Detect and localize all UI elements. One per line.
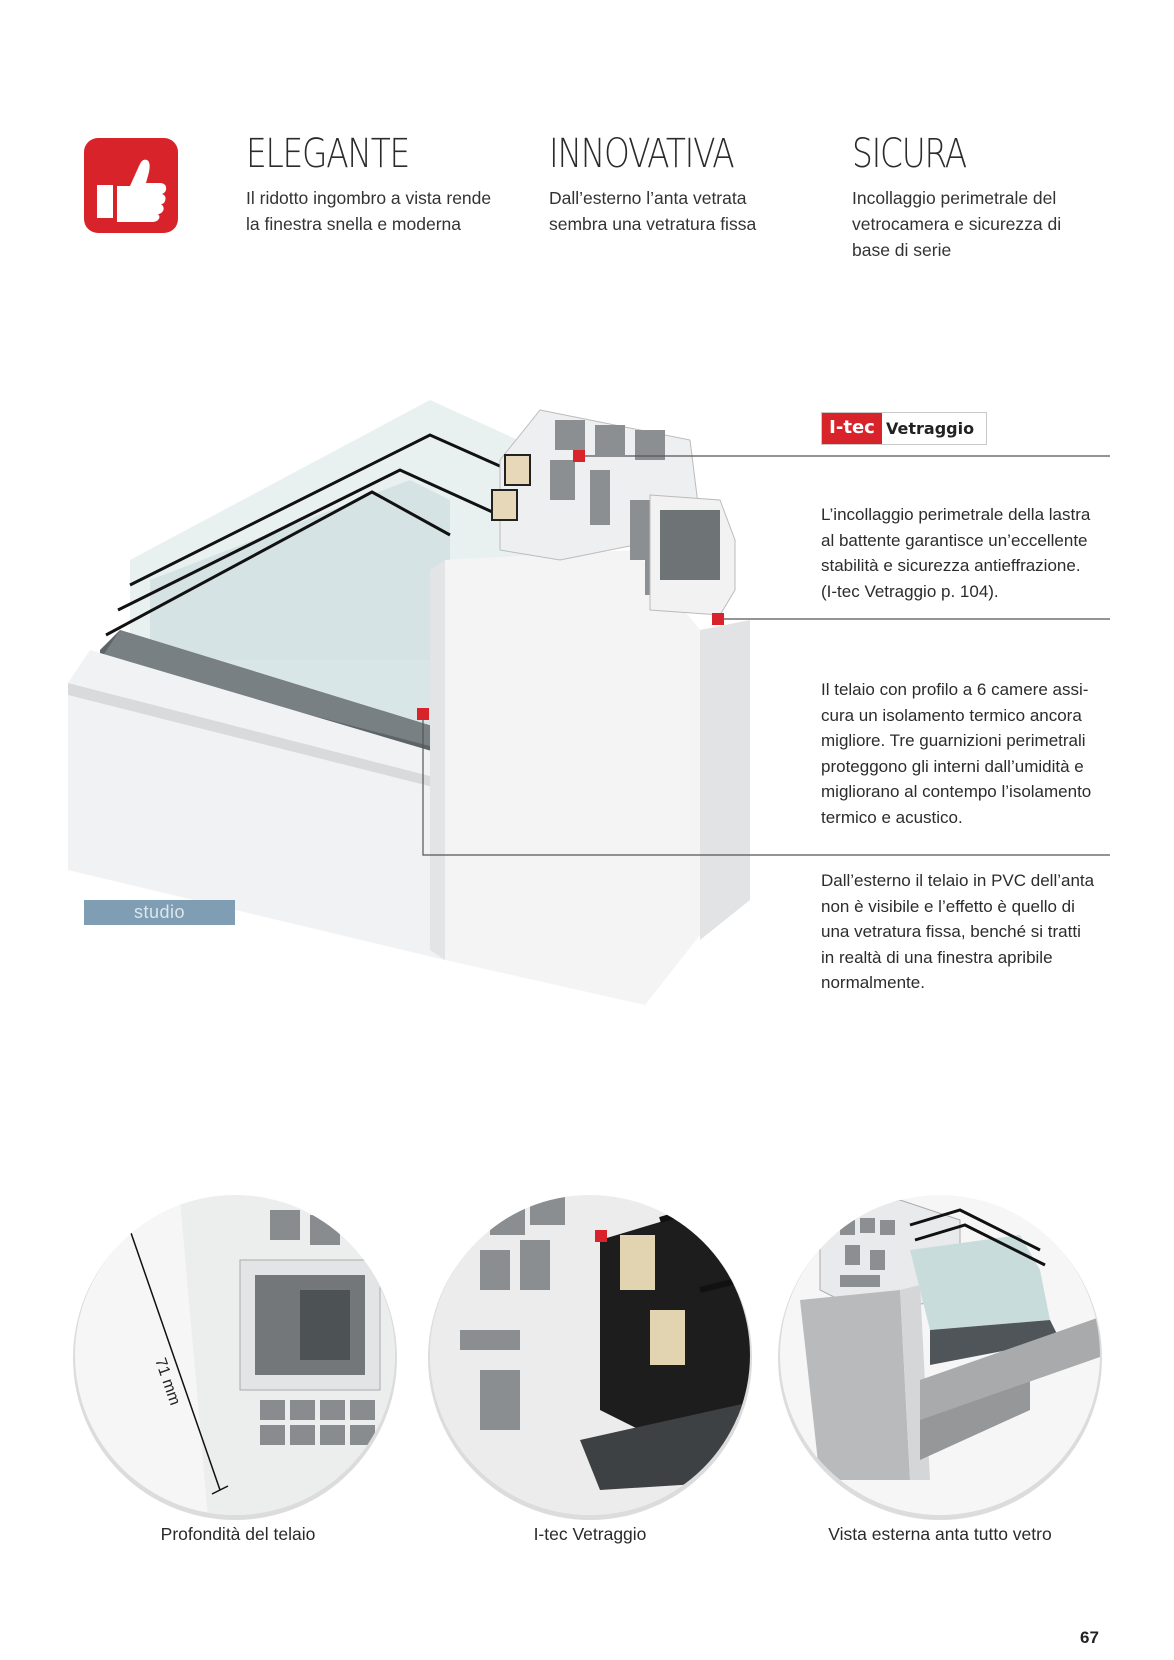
badge-label: Vetraggio xyxy=(886,419,975,438)
callout-line: una vetratura fissa, benché si tratti xyxy=(821,922,1081,941)
itec-vetraggio-detail xyxy=(428,1195,752,1520)
feature-text-line: sembra una vetratura fissa xyxy=(549,214,757,234)
callout-line: migliore. Tre guarnizioni perimetrali xyxy=(821,731,1086,750)
callout-line: Dall’esterno il telaio in PVC dell’anta xyxy=(821,871,1095,890)
caption-frame-depth: Profondità del telaio xyxy=(160,1524,316,1544)
feature-text-line: Incollaggio perimetrale del xyxy=(852,188,1057,208)
feature-text-line: base di serie xyxy=(852,240,952,260)
feature-elegante: ELEGANTE Il ridotto ingombro a vista ren… xyxy=(246,131,491,237)
feature-text-line: Dall’esterno l’anta vetrata xyxy=(549,188,747,208)
badge-brand: I-tec xyxy=(822,413,882,444)
callout-line: in realtà di una finestra apribile xyxy=(821,947,1053,967)
page-number: 67 xyxy=(1080,1628,1099,1647)
thumbs-up-icon xyxy=(84,138,178,233)
frame-depth-detail: 71 mm xyxy=(73,1195,397,1520)
callout-bonding: L’incollaggio perimetrale della lastra a… xyxy=(821,502,1121,604)
callout-line: migliorano al contempo l’isolamento xyxy=(821,782,1092,801)
feature-text: Incollaggio perimetrale del vetrocamera … xyxy=(852,185,1061,263)
callout-line: termico e acustico. xyxy=(821,807,963,827)
feature-title: INNOVATIVA xyxy=(549,131,735,177)
feature-title: SICURA xyxy=(852,131,967,177)
feature-text-line: Il ridotto ingombro a vista rende xyxy=(246,188,492,208)
callout-frame: Il telaio con profilo a 6 camere assi- c… xyxy=(821,677,1121,830)
feature-innovativa: INNOVATIVA Dall’esterno l’anta vetrata s… xyxy=(549,131,774,237)
callout-line: proteggono gli interni dall’umidità e xyxy=(821,756,1084,776)
callout-line: cura un isolamento termico ancora xyxy=(821,705,1082,725)
feature-text: Dall’esterno l’anta vetrata sembra una v… xyxy=(549,185,774,237)
feature-sicura: SICURA Incollaggio perimetrale del vetro… xyxy=(852,131,1061,263)
callout-line: normalmente. xyxy=(821,973,925,992)
callout-exterior: Dall’esterno il telaio in PVC dell’anta … xyxy=(821,868,1121,996)
caption-exterior-view: Vista esterna anta tutto vetro xyxy=(828,1524,1052,1544)
product-tag: studio xyxy=(84,900,235,925)
callout-line: non è visibile e l’effetto è quello di xyxy=(821,896,1075,916)
caption-itec-vetraggio: I-tec Vetraggio xyxy=(533,1524,647,1544)
feature-text-line: vetrocamera e sicurezza di xyxy=(852,214,1062,234)
feature-text-line: la finestra snella e moderna xyxy=(246,214,461,234)
detail-circles: 71 mm xyxy=(73,1195,1102,1520)
itec-vetraggio-badge: I-tec Vetraggio xyxy=(821,412,987,445)
callout-line: L’incollaggio perimetrale della lastra xyxy=(821,505,1091,524)
callout-line: (I-tec Vetraggio p. 104). xyxy=(821,581,999,601)
exterior-view-detail xyxy=(778,1195,1102,1520)
callout-line: Il telaio con profilo a 6 camere assi- xyxy=(821,680,1089,699)
feature-title: ELEGANTE xyxy=(246,131,410,177)
window-section-illustration xyxy=(68,400,1110,1005)
callout-line: al battente garantisce un’eccellente xyxy=(821,530,1088,550)
feature-text: Il ridotto ingombro a vista rende la fin… xyxy=(246,185,491,237)
callout-line: stabilità e sicurezza antieffrazione. xyxy=(821,556,1081,575)
